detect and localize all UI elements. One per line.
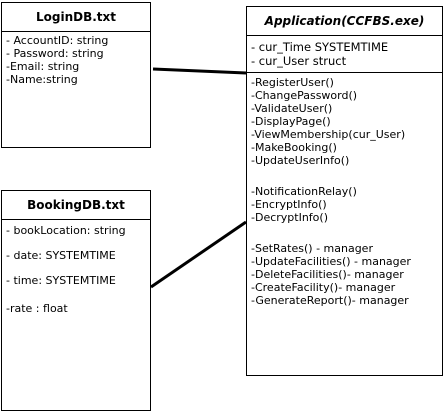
application-attribute: - cur_Time SYSTEMTIME — [251, 40, 389, 54]
application-method: -DeleteFacilities()- manager — [251, 268, 404, 281]
booking-db-class[interactable]: BookingDB.txt - bookLocation: string - d… — [1, 190, 151, 411]
login-application-line — [152, 67, 247, 75]
application-method: -RegisterUser() — [251, 76, 334, 89]
application-method: -UpdateFacilities() - manager — [251, 255, 411, 268]
application-method: -NotificationRelay() — [251, 185, 357, 198]
login-db-field: - AccountID: string — [6, 34, 109, 47]
login-db-field: -Name:string — [6, 73, 78, 86]
booking-db-title: BookingDB.txt — [2, 191, 150, 220]
login-db-title: LoginDB.txt — [2, 3, 150, 32]
application-method: -DisplayPage() — [251, 115, 331, 128]
application-method: -GenerateReport()- manager — [251, 294, 409, 307]
login-db-field: - Password: string — [6, 47, 104, 60]
booking-db-field: - date: SYSTEMTIME — [6, 249, 116, 262]
login-db-field: -Email: string — [6, 60, 80, 73]
login-db-class[interactable]: LoginDB.txt - AccountID: string - Passwo… — [1, 2, 151, 148]
booking-db-field: - bookLocation: string — [6, 224, 126, 237]
booking-db-field: - time: SYSTEMTIME — [6, 274, 116, 287]
booking-application-line — [150, 220, 247, 289]
application-method: -ChangePassword() — [251, 89, 358, 102]
application-method: -DecryptInfo() — [251, 211, 328, 224]
application-method: -MakeBooking() — [251, 141, 337, 154]
application-attribute: - cur_User struct — [251, 54, 347, 68]
application-method: -CreateFacility()- manager — [251, 281, 396, 294]
application-class[interactable]: Application(CCFBS.exe) - cur_Time SYSTEM… — [246, 6, 443, 376]
application-title: Application(CCFBS.exe) — [247, 7, 442, 36]
application-method: -EncryptInfo() — [251, 198, 327, 211]
booking-db-field: -rate : float — [6, 302, 68, 315]
application-method: -ViewMembership(cur_User) — [251, 128, 406, 141]
application-method: -UpdateUserInfo() — [251, 154, 350, 167]
application-method: -SetRates() - manager — [251, 242, 373, 255]
application-attributes: - cur_Time SYSTEMTIME - cur_User struct — [247, 36, 442, 73]
application-method: -ValidateUser() — [251, 102, 333, 115]
